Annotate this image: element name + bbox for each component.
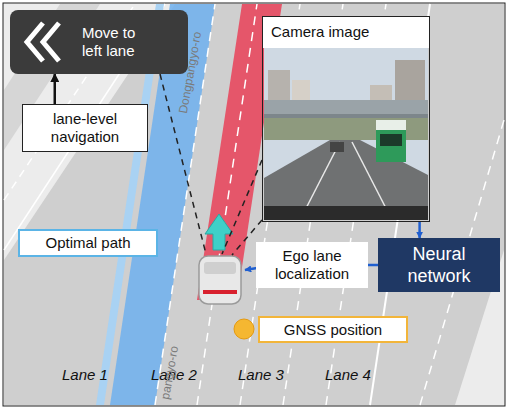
flow-arrow xyxy=(368,264,378,267)
chevron-icon xyxy=(43,23,59,61)
flow-arrow xyxy=(418,222,421,238)
lane-label: Lane 3 xyxy=(238,366,284,383)
node-text: Move to left lane xyxy=(82,24,158,60)
node-text: GNSS position xyxy=(284,321,382,339)
output-box: Ego lane localization xyxy=(256,242,368,288)
process-box: lane-level navigation xyxy=(22,104,148,152)
chevron-icon xyxy=(27,23,43,61)
position-box: GNSS position xyxy=(258,316,408,343)
node-text: Optimal path xyxy=(45,234,130,252)
node-text: Neural network xyxy=(394,243,484,287)
instruction-box: Move to left lane xyxy=(10,10,188,74)
lane-label: Lane 4 xyxy=(325,366,371,383)
lane-label: Lane 1 xyxy=(62,366,108,383)
flow-arrow xyxy=(54,74,57,104)
path-box: Optimal path xyxy=(18,229,158,257)
node-text: lane-level navigation xyxy=(35,110,135,146)
network-box: Neural network xyxy=(378,238,500,292)
node-text: Camera image xyxy=(271,23,369,41)
road-name: Dongpangyo-ro xyxy=(176,31,204,115)
node-text: Ego lane localization xyxy=(267,247,357,283)
camera-frame: Camera image xyxy=(262,16,430,222)
